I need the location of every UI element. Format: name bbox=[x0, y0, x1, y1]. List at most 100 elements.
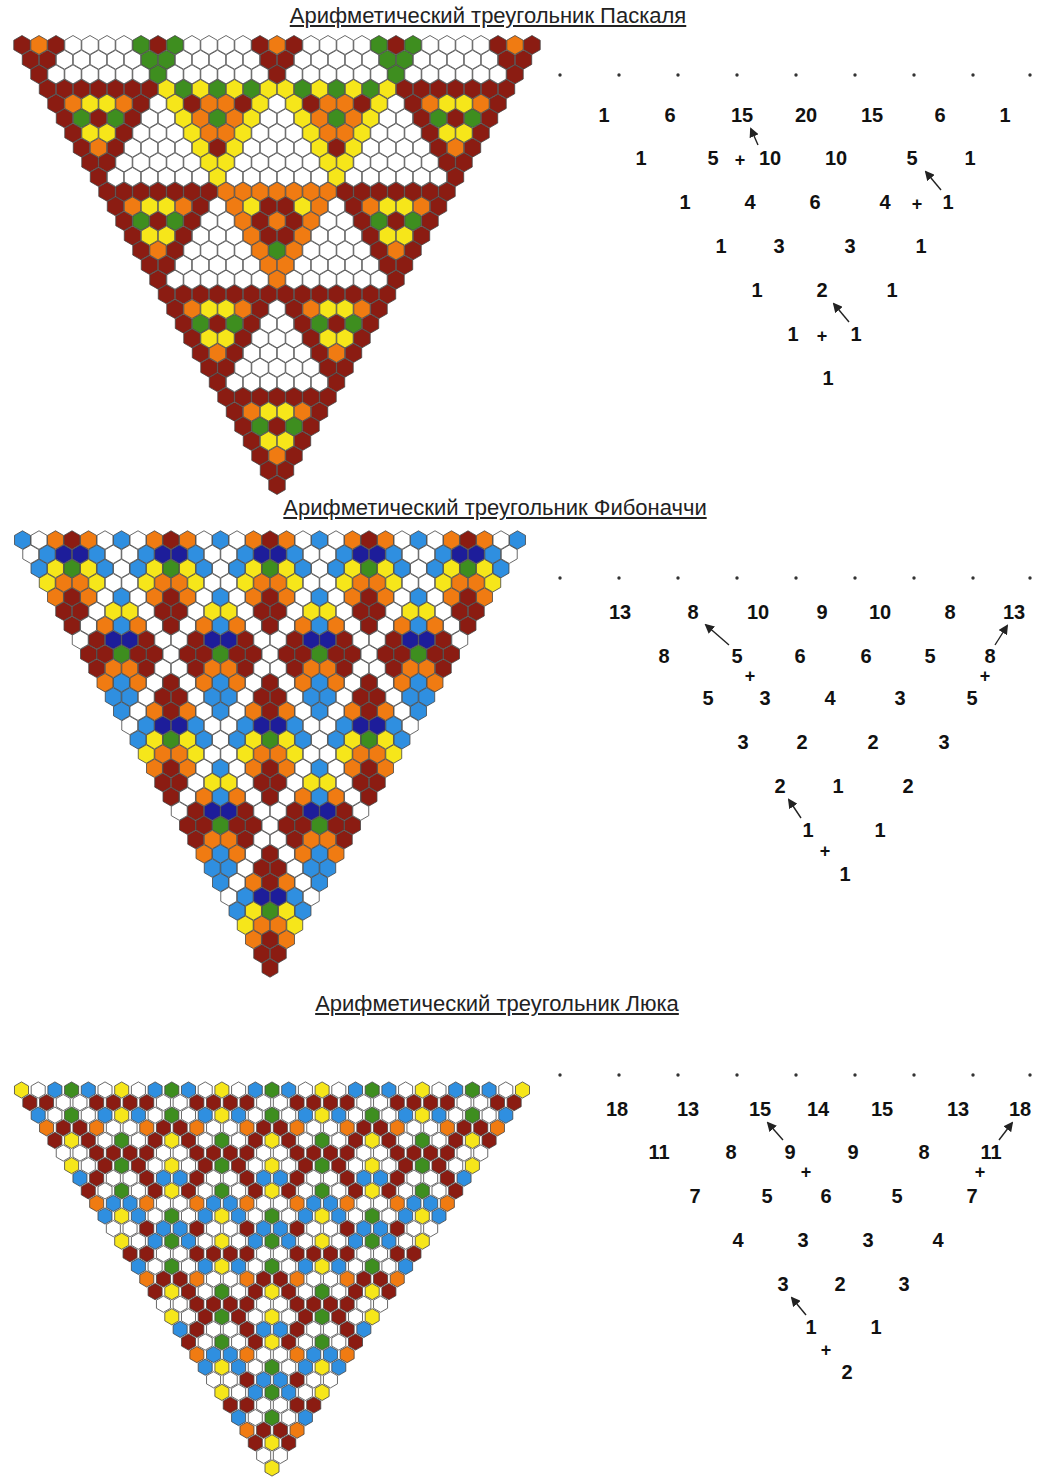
bead bbox=[90, 1120, 104, 1136]
bead bbox=[357, 1246, 371, 1262]
bead bbox=[465, 1158, 479, 1174]
bead bbox=[290, 1321, 304, 1337]
bead bbox=[482, 1107, 496, 1123]
bead bbox=[198, 1132, 212, 1148]
bead bbox=[190, 1296, 204, 1312]
bead bbox=[298, 1334, 312, 1350]
bead bbox=[106, 1095, 120, 1111]
triangle-number: 5 bbox=[707, 148, 718, 168]
bead bbox=[173, 1271, 187, 1287]
bead bbox=[332, 1158, 346, 1174]
bead bbox=[115, 1233, 129, 1249]
triangle-number: 3 bbox=[773, 236, 784, 256]
bead bbox=[357, 1145, 371, 1161]
triangle-number: 11 bbox=[648, 1142, 669, 1162]
bead bbox=[265, 1107, 279, 1123]
bead bbox=[307, 1372, 321, 1388]
bead bbox=[340, 1120, 354, 1136]
triangle-number: 8 bbox=[984, 646, 995, 666]
bead bbox=[399, 1208, 413, 1224]
bead bbox=[215, 1309, 229, 1325]
bead bbox=[167, 36, 183, 55]
bead bbox=[357, 1120, 371, 1136]
bead bbox=[198, 1284, 212, 1300]
bead bbox=[31, 531, 47, 549]
bead bbox=[440, 1095, 454, 1111]
bead bbox=[524, 36, 540, 55]
bead bbox=[232, 1284, 246, 1300]
bead bbox=[232, 1309, 246, 1325]
bead bbox=[493, 531, 509, 549]
bead bbox=[181, 1334, 195, 1350]
triangle-number: 2 bbox=[796, 732, 807, 752]
bead bbox=[198, 1107, 212, 1123]
bead bbox=[223, 1397, 237, 1413]
bead bbox=[81, 1107, 95, 1123]
bead bbox=[248, 1435, 262, 1451]
bead bbox=[374, 1195, 388, 1211]
bead bbox=[312, 531, 328, 549]
bead bbox=[490, 1120, 504, 1136]
bead bbox=[198, 1183, 212, 1199]
bead bbox=[340, 1296, 354, 1312]
bead bbox=[444, 531, 460, 549]
bead bbox=[140, 1170, 154, 1186]
sum-arrow bbox=[706, 625, 729, 645]
bead bbox=[56, 1095, 70, 1111]
bead bbox=[323, 1170, 337, 1186]
bead bbox=[282, 1258, 296, 1274]
bead bbox=[273, 1347, 287, 1363]
bead bbox=[240, 1145, 254, 1161]
bead bbox=[215, 1082, 229, 1098]
bead bbox=[440, 1170, 454, 1186]
bead bbox=[198, 1208, 212, 1224]
bead bbox=[98, 1107, 112, 1123]
bead bbox=[348, 1208, 362, 1224]
bead bbox=[378, 531, 394, 549]
triangle-number: 14 bbox=[807, 1099, 829, 1119]
bead bbox=[223, 1221, 237, 1237]
bead bbox=[90, 1095, 104, 1111]
bead bbox=[262, 531, 278, 549]
bead bbox=[248, 1359, 262, 1375]
bead bbox=[394, 531, 410, 549]
bead bbox=[315, 1334, 329, 1350]
bead bbox=[156, 1221, 170, 1237]
bead bbox=[399, 1233, 413, 1249]
triangle-number: 10 bbox=[869, 602, 891, 622]
bead bbox=[449, 1158, 463, 1174]
bead bbox=[407, 1095, 421, 1111]
bead bbox=[190, 1271, 204, 1287]
bead bbox=[181, 1284, 195, 1300]
bead bbox=[198, 1359, 212, 1375]
triangle-number: 5 bbox=[761, 1186, 772, 1206]
bead bbox=[115, 1107, 129, 1123]
bead bbox=[215, 1107, 229, 1123]
sum-arrow bbox=[995, 626, 1007, 645]
bead bbox=[81, 1183, 95, 1199]
bead bbox=[232, 1132, 246, 1148]
triangle-number: 5 bbox=[702, 688, 713, 708]
bead bbox=[407, 1145, 421, 1161]
bead bbox=[382, 1284, 396, 1300]
bead bbox=[140, 1246, 154, 1262]
bead bbox=[332, 1334, 346, 1350]
bead bbox=[48, 1082, 62, 1098]
bead bbox=[98, 1158, 112, 1174]
bead bbox=[240, 1372, 254, 1388]
bead bbox=[65, 1132, 79, 1148]
bead bbox=[248, 1309, 262, 1325]
bead bbox=[295, 531, 311, 549]
bead bbox=[465, 1107, 479, 1123]
bead bbox=[240, 1271, 254, 1287]
bead bbox=[399, 1107, 413, 1123]
bead bbox=[374, 1095, 388, 1111]
triangle-number: 5 bbox=[891, 1186, 902, 1206]
triangle-number: 3 bbox=[898, 1274, 909, 1294]
bead bbox=[315, 1284, 329, 1300]
bead bbox=[165, 1208, 179, 1224]
bead bbox=[439, 36, 455, 55]
bead bbox=[156, 1271, 170, 1287]
bead bbox=[173, 1170, 187, 1186]
bead bbox=[405, 36, 421, 55]
